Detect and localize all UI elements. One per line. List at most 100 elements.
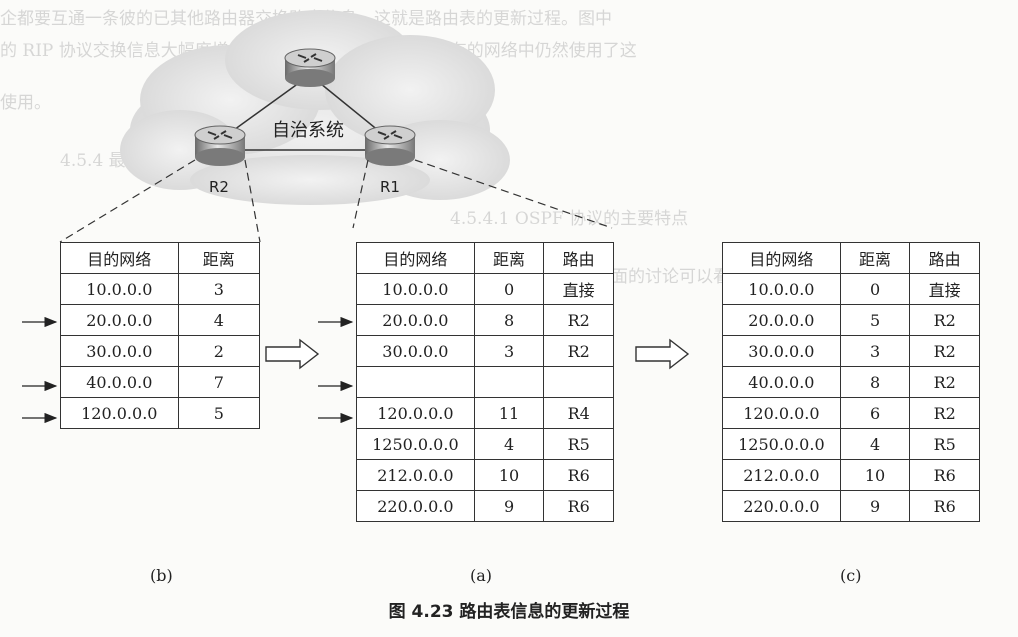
subfigure-label-a: (a) bbox=[470, 566, 493, 585]
subfigure-label-c: (c) bbox=[840, 566, 862, 585]
router-icon bbox=[364, 125, 416, 166]
header-route: 路由 bbox=[909, 242, 980, 274]
cell-dist: 10 bbox=[839, 459, 911, 491]
cell-dist: 9 bbox=[839, 490, 911, 522]
transition-arrow-icon bbox=[265, 338, 320, 370]
callout-lines bbox=[59, 159, 613, 243]
figure-caption: 图 4.23 路由表信息的更新过程 bbox=[388, 602, 630, 622]
router-icon bbox=[194, 125, 246, 166]
cell-net: 30.0.0.0 bbox=[356, 335, 475, 367]
cell-dist bbox=[473, 366, 545, 398]
cell-route: R2 bbox=[543, 304, 614, 336]
cell-route: 直接 bbox=[543, 273, 614, 305]
cell-route: R6 bbox=[909, 459, 980, 491]
header-distance: 距离 bbox=[839, 242, 911, 274]
cell-dist: 6 bbox=[839, 397, 911, 429]
cell-dist: 4 bbox=[473, 428, 545, 460]
cloud bbox=[120, 10, 510, 205]
cell-dist: 8 bbox=[473, 304, 545, 336]
cell-route: R2 bbox=[909, 304, 980, 336]
cell-dist: 0 bbox=[473, 273, 545, 305]
header-route: 路由 bbox=[543, 242, 614, 274]
cell-net: 10.0.0.0 bbox=[356, 273, 475, 305]
cell-net: 220.0.0.0 bbox=[722, 490, 841, 522]
router-label-r2: R2 bbox=[209, 178, 229, 196]
cell-route: R2 bbox=[909, 397, 980, 429]
subfigure-label-b: (b) bbox=[150, 566, 173, 585]
table-row-empty bbox=[356, 366, 614, 398]
cell-dist: 10 bbox=[473, 459, 545, 491]
cell-net: 20.0.0.0 bbox=[60, 304, 179, 336]
cell-net: 120.0.0.0 bbox=[356, 397, 475, 429]
header-distance: 距离 bbox=[177, 242, 261, 274]
cell-net: 120.0.0.0 bbox=[60, 397, 179, 429]
header-distance: 距离 bbox=[473, 242, 545, 274]
cell-net: 1250.0.0.0 bbox=[356, 428, 475, 460]
router-icon bbox=[284, 48, 336, 87]
cell-net: 10.0.0.0 bbox=[722, 273, 841, 305]
header-destination: 目的网络 bbox=[60, 242, 179, 274]
cell-net: 212.0.0.0 bbox=[722, 459, 841, 491]
cell-route: R5 bbox=[543, 428, 614, 460]
cell-dist: 11 bbox=[473, 397, 545, 429]
cell-dist: 5 bbox=[839, 304, 911, 336]
row-arrows-b bbox=[22, 316, 58, 424]
transition-arrow-icon bbox=[635, 338, 690, 370]
cell-dist: 4 bbox=[177, 304, 261, 336]
cell-route: R6 bbox=[909, 490, 980, 522]
header-destination: 目的网络 bbox=[356, 242, 475, 274]
cell-net: 20.0.0.0 bbox=[722, 304, 841, 336]
row-arrows-a bbox=[318, 316, 354, 424]
table-header-row: 目的网络 距离 路由 bbox=[722, 242, 980, 274]
cell-net bbox=[356, 366, 475, 398]
cell-dist: 2 bbox=[177, 335, 261, 367]
cell-route: R2 bbox=[909, 335, 980, 367]
header-destination: 目的网络 bbox=[722, 242, 841, 274]
cell-net: 120.0.0.0 bbox=[722, 397, 841, 429]
cell-route: R5 bbox=[909, 428, 980, 460]
cell-route: 直接 bbox=[909, 273, 980, 305]
cell-net: 220.0.0.0 bbox=[356, 490, 475, 522]
cell-dist: 7 bbox=[177, 366, 261, 398]
cell-dist: 3 bbox=[177, 273, 261, 305]
table-header-row: 目的网络 距离 路由 bbox=[356, 242, 614, 274]
cell-dist: 9 bbox=[473, 490, 545, 522]
cell-route: R6 bbox=[543, 490, 614, 522]
cell-net: 40.0.0.0 bbox=[60, 366, 179, 398]
cell-route bbox=[543, 366, 614, 398]
router-label-r1: R1 bbox=[380, 178, 400, 196]
autonomous-system-label: 自治系统 bbox=[272, 120, 344, 141]
cell-net: 10.0.0.0 bbox=[60, 273, 179, 305]
cell-route: R4 bbox=[543, 397, 614, 429]
cell-net: 212.0.0.0 bbox=[356, 459, 475, 491]
background-text-line: 4.5.4.1 OSPF 协议的主要特点 bbox=[450, 209, 689, 229]
cell-route: R2 bbox=[543, 335, 614, 367]
cell-dist: 0 bbox=[839, 273, 911, 305]
table-header-row: 目的网络 距离 bbox=[60, 242, 261, 274]
cell-net: 30.0.0.0 bbox=[722, 335, 841, 367]
cell-dist: 3 bbox=[839, 335, 911, 367]
cell-dist: 8 bbox=[839, 366, 911, 398]
